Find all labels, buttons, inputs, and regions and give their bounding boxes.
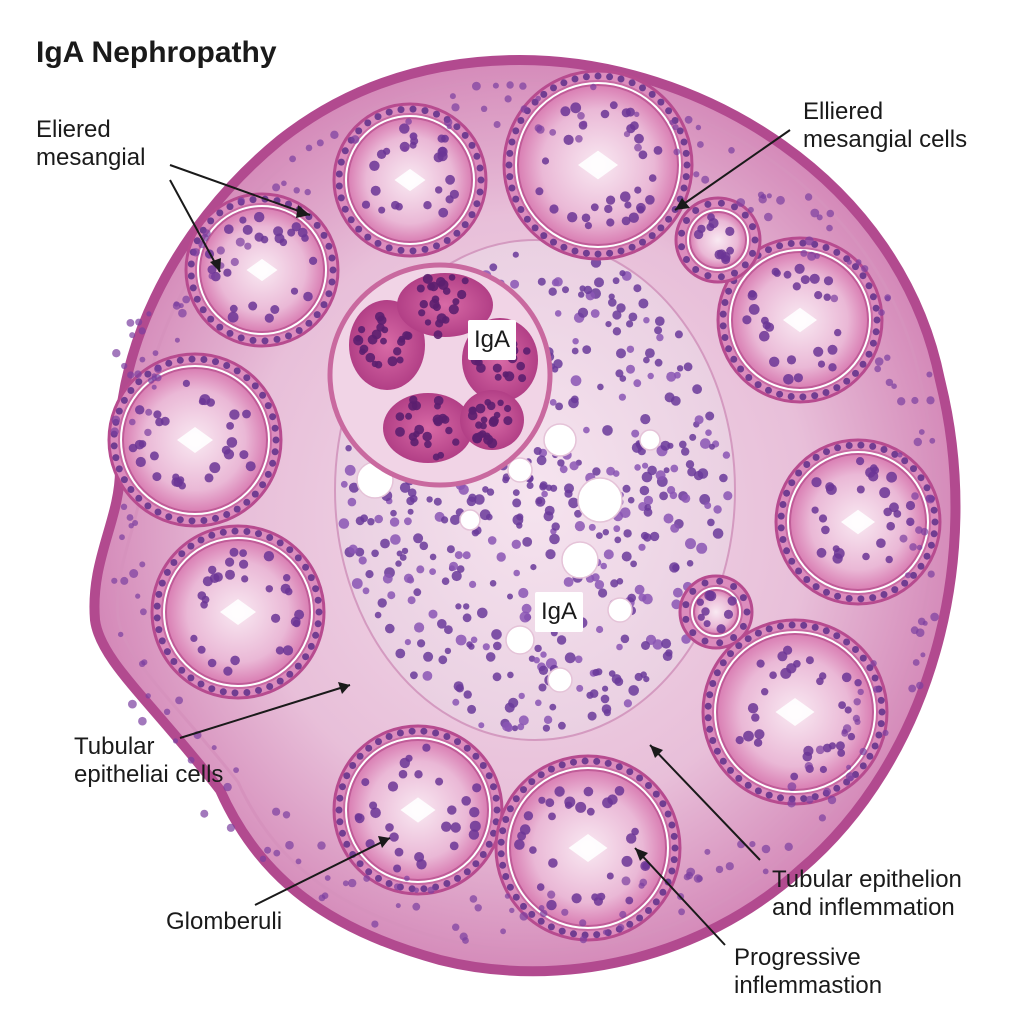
figure-title: IgA Nephropathy [36, 36, 277, 69]
label-line: mesangial [36, 144, 146, 171]
tag-iga-center: IgA [535, 592, 584, 632]
label-line: inflemmastion [734, 972, 883, 999]
label-line: Elliered [803, 98, 884, 125]
tag-iga-upper: IgA [468, 320, 517, 360]
label-line: mesangial cells [803, 126, 968, 153]
pointer-top-left-b [169, 179, 221, 273]
glomerulus-iga [327, 262, 553, 488]
label-line: Progressive [734, 944, 861, 971]
pointer-mid-left [179, 684, 351, 739]
label-line: Glomberuli [166, 908, 283, 935]
label-tubular-epithelion-inflammation: Tubular epithelion and inflemmation [772, 866, 962, 922]
label-line: epitheliai cells [74, 761, 224, 788]
label-line: and inflemmation [772, 894, 955, 921]
label-progressive-inflammation: Progressive inflemmastion [734, 944, 882, 1000]
pointer-lines [169, 129, 791, 946]
vacuoles [356, 423, 661, 693]
label-eliered-mesangial: Eliered mesangial [36, 116, 145, 172]
pointer-top-left-a [169, 164, 311, 216]
tubules-ring [107, 69, 942, 944]
label-glomberuli: Glomberuli [166, 908, 282, 936]
label-tubular-epithelial-cells: Tubular epitheliai cells [74, 733, 223, 789]
pointer-bottom-left [254, 837, 391, 906]
pointer-top-right [674, 129, 791, 211]
label-line: Tubular [74, 733, 155, 760]
label-elliered-mesangial-cells: Elliered mesangial cells [803, 98, 967, 154]
pointer-bottom-right-2 [634, 847, 726, 946]
pointer-bottom-right-1 [649, 744, 761, 861]
label-line: Eliered [36, 116, 111, 143]
label-line: Tubular epithelion [772, 866, 962, 893]
